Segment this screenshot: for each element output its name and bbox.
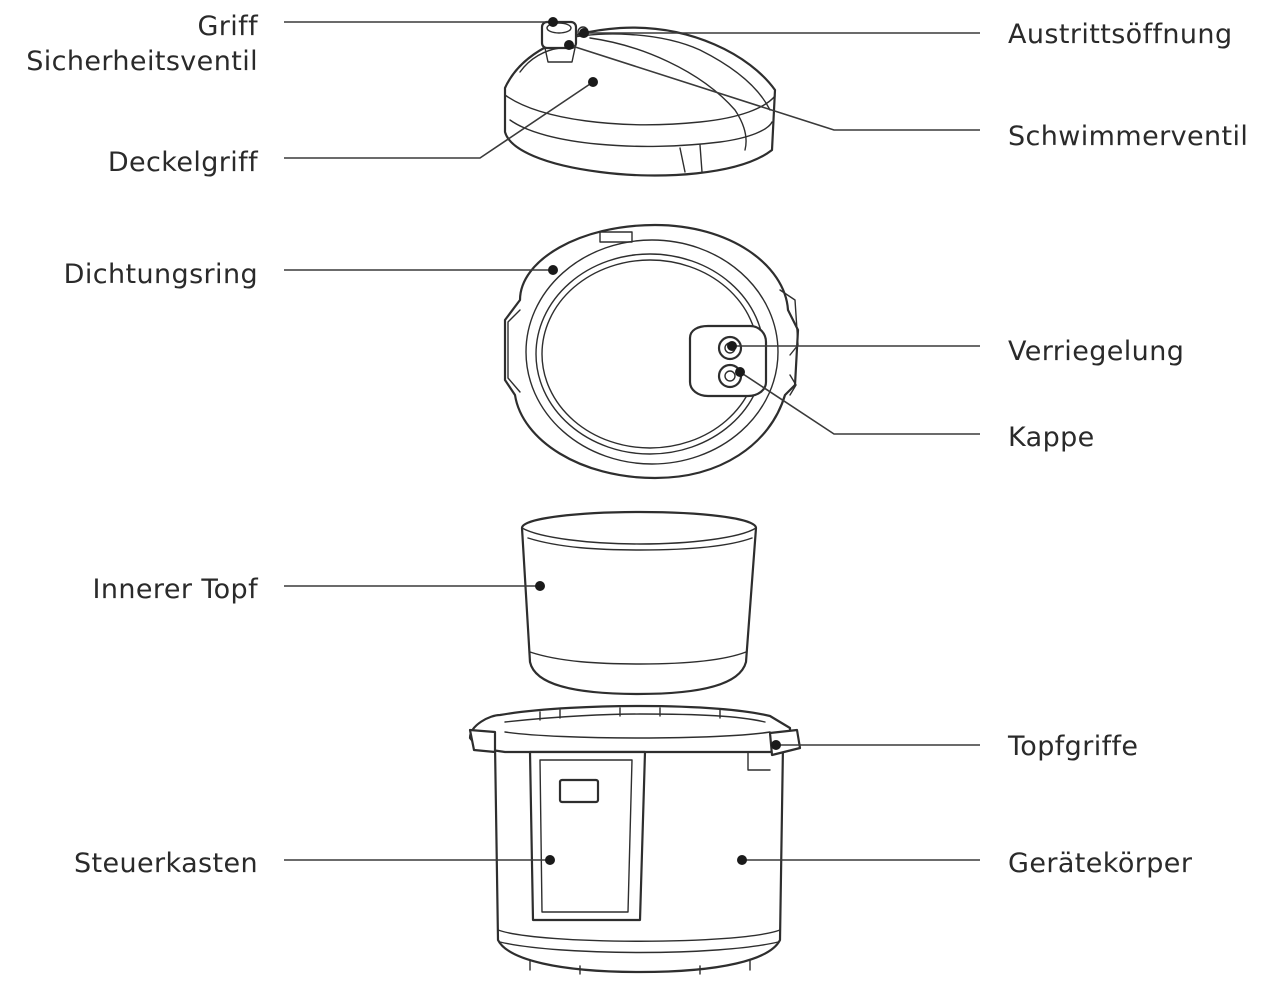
label-kappe: Kappe <box>1008 422 1095 453</box>
label-sicherheitsventil: Sicherheitsventil <box>26 46 258 77</box>
dot-innerer-topf <box>535 581 545 591</box>
leader-deckelgriff <box>284 81 594 159</box>
label-dichtungsring: Dichtungsring <box>64 259 258 290</box>
dot-deckelgriff <box>588 77 598 87</box>
dot-topfgriffe <box>771 740 781 750</box>
inner-pot <box>520 510 758 696</box>
leader-lines <box>284 21 980 861</box>
label-schwimmerventil: Schwimmerventil <box>1008 121 1248 152</box>
label-griff: Griff <box>197 11 259 42</box>
label-geraetekoerper: Gerätekörper <box>1008 848 1193 879</box>
dot-steuerkasten <box>545 855 555 865</box>
leader-austrittsoeffnung <box>568 44 980 131</box>
label-austrittsoeffnung: Austrittsöffnung <box>1008 19 1232 50</box>
dot-sicherheitsventil <box>579 28 589 38</box>
cooker-base <box>468 704 802 975</box>
lid-underside <box>503 223 800 480</box>
dot-kappe <box>735 367 745 377</box>
dot-griff <box>548 17 558 27</box>
leader-kappe <box>739 371 980 435</box>
labels: Griff Sicherheitsventil Deckelgriff Dich… <box>26 11 1248 879</box>
label-steuerkasten: Steuerkasten <box>74 848 258 879</box>
marker-dots <box>535 17 781 865</box>
dot-verriegelung <box>727 341 737 351</box>
label-deckelgriff: Deckelgriff <box>108 147 259 178</box>
label-innerer-topf: Innerer Topf <box>93 574 260 605</box>
label-topfgriffe: Topfgriffe <box>1007 731 1138 762</box>
dot-dichtungsring <box>548 265 558 275</box>
dot-austrittsoeffnung <box>564 40 574 50</box>
dot-geraetekoerper <box>737 855 747 865</box>
label-verriegelung: Verriegelung <box>1008 336 1184 367</box>
